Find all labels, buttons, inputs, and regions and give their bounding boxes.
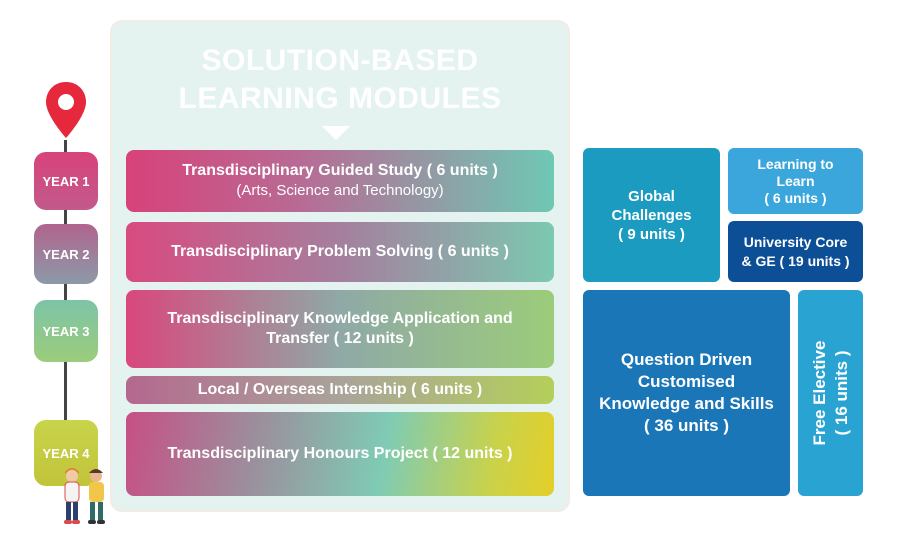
down-arrow-icon xyxy=(322,126,350,140)
block-line: University Core xyxy=(743,233,848,250)
block-units: ( 36 units ) xyxy=(643,416,729,435)
panel-title-line2: LEARNING MODULES xyxy=(178,82,502,115)
module-label: Transdisciplinary Guided Study ( 6 units… xyxy=(182,162,498,179)
year-1-badge: YEAR 1 xyxy=(34,152,98,210)
location-pin-icon xyxy=(46,82,86,138)
module-knowledge-application: Transdisciplinary Knowledge Application … xyxy=(126,290,554,368)
year-3-badge: YEAR 3 xyxy=(34,300,98,362)
block-line: Learning to xyxy=(757,155,834,172)
students-icon xyxy=(64,468,105,524)
block-line: Global xyxy=(628,187,675,205)
global-challenges-block: Global Challenges ( 9 units ) xyxy=(583,148,720,282)
university-core-block: University Core & GE ( 19 units ) xyxy=(728,221,863,282)
free-elective-label: Free Elective ( 16 units ) xyxy=(809,293,853,493)
module-label: Transdisciplinary Problem Solving ( 6 un… xyxy=(171,243,509,260)
module-problem-solving: Transdisciplinary Problem Solving ( 6 un… xyxy=(126,222,554,282)
timeline-connector xyxy=(64,140,67,154)
block-line: Customised xyxy=(637,372,736,391)
block-line: & GE ( 19 units ) xyxy=(741,252,850,269)
block-line: Free Elective xyxy=(809,340,829,446)
module-label: Transdisciplinary Knowledge Application … xyxy=(167,310,513,347)
timeline-connector xyxy=(64,284,67,300)
block-units: ( 16 units ) xyxy=(831,350,851,436)
module-label: Local / Overseas Internship ( 6 units ) xyxy=(197,381,483,398)
module-label: Transdisciplinary Honours Project ( 12 u… xyxy=(167,445,513,462)
module-guided-study: Transdisciplinary Guided Study ( 6 units… xyxy=(126,150,554,212)
learning-to-learn-block: Learning to Learn ( 6 units ) xyxy=(728,148,863,214)
block-line: Learn xyxy=(776,172,815,189)
year-2-badge: YEAR 2 xyxy=(34,224,98,284)
free-elective-block: Free Elective ( 16 units ) xyxy=(798,290,863,496)
module-sublabel: (Arts, Science and Technology) xyxy=(236,182,444,199)
block-line: Challenges xyxy=(611,206,692,224)
timeline-connector xyxy=(64,210,67,224)
panel-title-line1: SOLUTION-BASED xyxy=(201,44,479,77)
question-driven-block: Question Driven Customised Knowledge and… xyxy=(583,290,790,496)
timeline-connector xyxy=(64,362,67,420)
module-honours-project: Transdisciplinary Honours Project ( 12 u… xyxy=(126,412,554,496)
block-line: Question Driven xyxy=(620,350,753,369)
year-4-badge: YEAR 4 xyxy=(34,420,98,486)
block-units: ( 6 units ) xyxy=(764,189,827,206)
module-internship: Local / Overseas Internship ( 6 units ) xyxy=(126,376,554,404)
block-line: Knowledge and Skills xyxy=(599,394,774,413)
block-units: ( 9 units ) xyxy=(618,225,685,243)
